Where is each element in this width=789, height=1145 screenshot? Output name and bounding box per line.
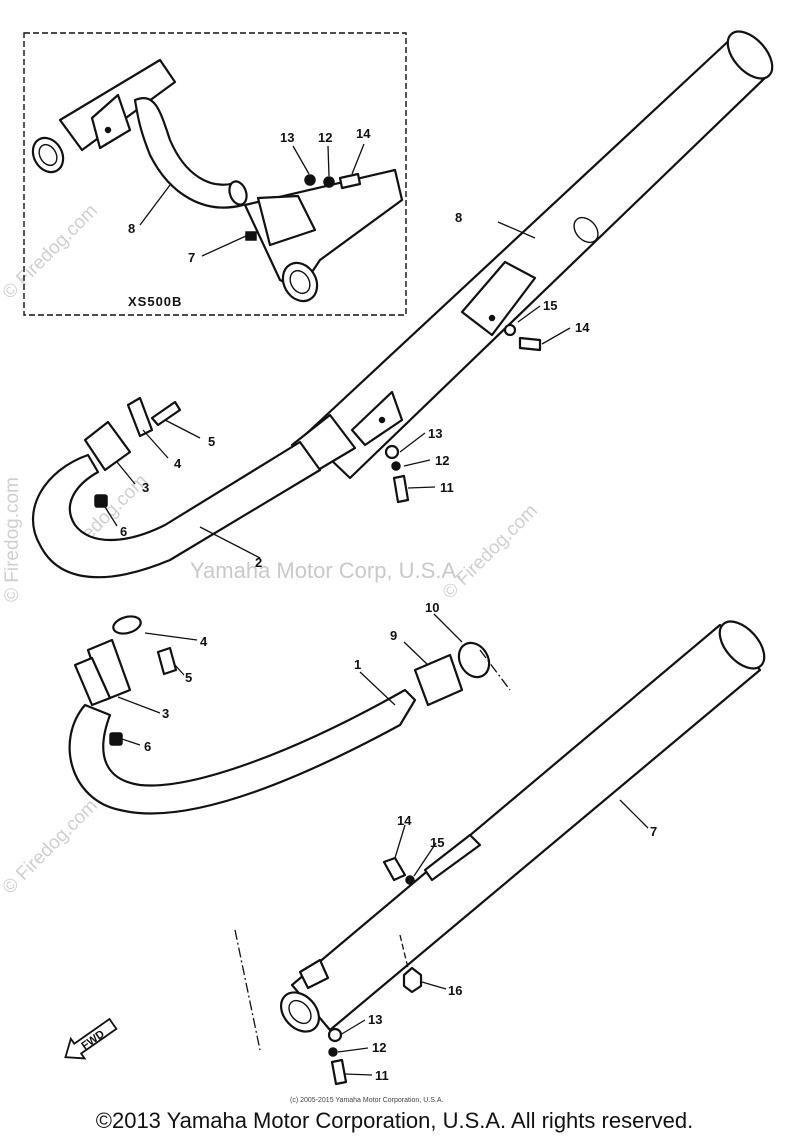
lower-exhaust-assembly: 4 5 3 6 1 9 10 7 14 15 16 13 12 11 (68, 600, 766, 1086)
callout-1: 1 (354, 657, 361, 672)
small-credit: (c) 2005-2015 Yamaha Motor Corporation, … (290, 1097, 443, 1104)
callout-5b: 5 (185, 670, 192, 685)
callout-6a: 6 (120, 524, 127, 539)
fwd-arrow-icon: FWD (64, 1017, 118, 1060)
callout-12-inset: 12 (318, 130, 332, 145)
callout-11b: 11 (375, 1068, 389, 1083)
inset-model-label: XS500B (128, 294, 182, 309)
callout-7-inset: 7 (188, 250, 195, 265)
callout-13b: 13 (368, 1012, 382, 1027)
callout-3a: 3 (142, 480, 149, 495)
watermark-side: © Firedog.com (2, 477, 23, 602)
callout-13-inset: 13 (280, 130, 294, 145)
watermark-diag-1: © Firedog.com (0, 200, 102, 303)
copyright-notice: ©2013 Yamaha Motor Corporation, U.S.A. A… (95, 1108, 694, 1133)
callout-16: 16 (448, 983, 462, 998)
callout-14-inset: 14 (356, 126, 371, 141)
callout-10: 10 (425, 600, 439, 615)
callout-8-inset: 8 (128, 221, 135, 236)
callout-5a: 5 (208, 434, 215, 449)
callout-14b: 14 (397, 813, 412, 828)
callout-7: 7 (650, 824, 657, 839)
callout-4b: 4 (200, 634, 208, 649)
callout-14a: 14 (575, 320, 590, 335)
callout-12a: 12 (435, 453, 449, 468)
inset-xs500b: 8 7 13 12 14 XS500B (23, 32, 407, 316)
callout-12b: 12 (372, 1040, 386, 1055)
callout-9: 9 (390, 628, 397, 643)
callout-8: 8 (455, 210, 462, 225)
watermark-diag-5: © Firedog.com (0, 795, 102, 898)
callout-4a: 4 (174, 456, 182, 471)
callout-3b: 3 (162, 706, 169, 721)
callout-15a: 15 (543, 298, 557, 313)
callout-2: 2 (255, 555, 262, 570)
callout-11a: 11 (440, 480, 454, 495)
watermark-diag-4: © Firedog.com (439, 500, 542, 603)
callout-6b: 6 (144, 739, 151, 754)
callout-13a: 13 (428, 426, 442, 441)
upper-exhaust-assembly: 8 5 4 3 6 2 13 12 11 15 14 (31, 30, 774, 579)
callout-15b: 15 (430, 835, 444, 850)
watermark-center: Yamaha Motor Corp, U.S.A. (190, 558, 462, 583)
